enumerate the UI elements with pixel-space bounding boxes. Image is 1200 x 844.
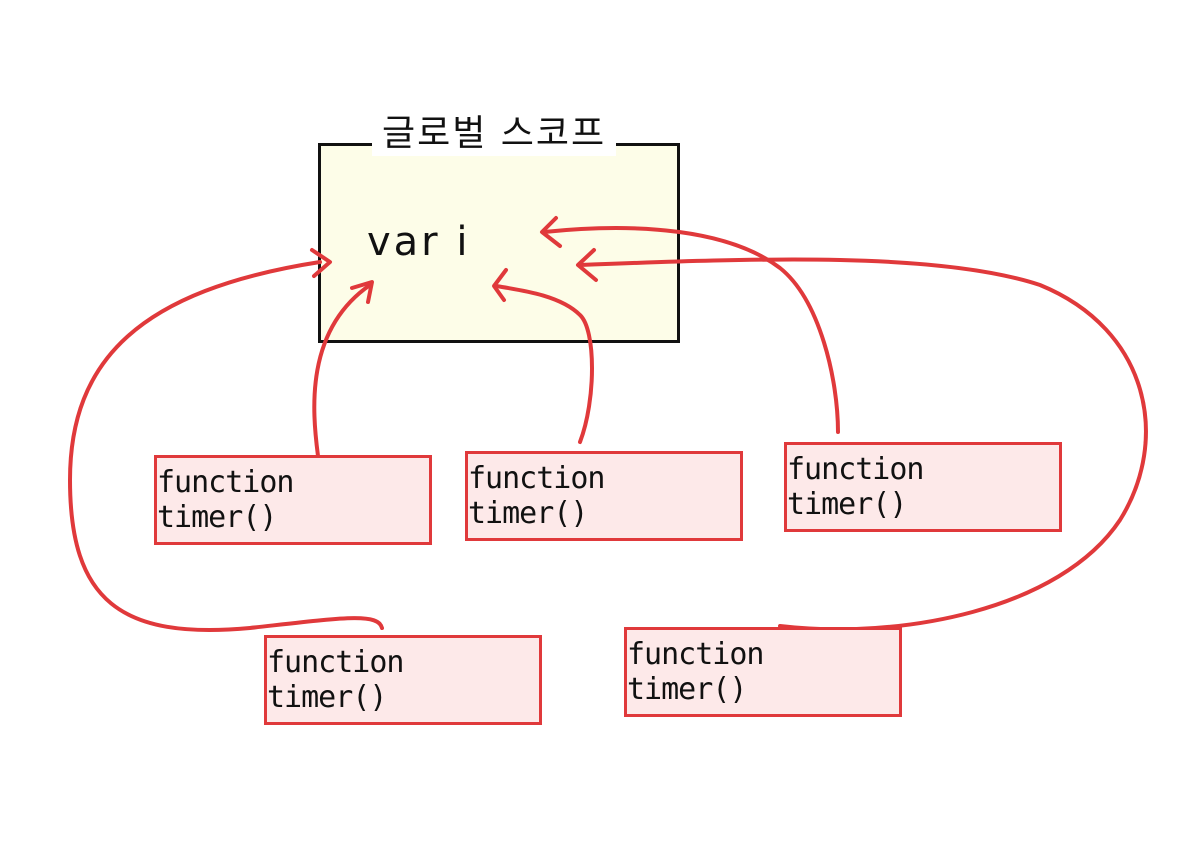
arrowhead-timer-3 xyxy=(540,216,562,248)
function-timer-label: function timer() xyxy=(787,452,925,522)
function-timer-box-3: function timer() xyxy=(784,442,1062,532)
function-timer-label: function timer() xyxy=(627,637,765,707)
function-timer-label: function timer() xyxy=(468,461,606,531)
arrowhead-timer-5 xyxy=(576,248,598,282)
function-timer-label: function timer() xyxy=(157,465,295,535)
function-timer-box-4: function timer() xyxy=(264,635,542,725)
function-timer-label: function timer() xyxy=(267,645,405,715)
arrowhead-timer-2 xyxy=(492,268,508,302)
arrow-timer-2 xyxy=(494,284,594,444)
arrowhead-timer-1 xyxy=(350,280,374,304)
arrow-timer-1 xyxy=(312,283,372,458)
arrow-timer-4 xyxy=(68,260,384,633)
function-timer-box-2: function timer() xyxy=(465,451,743,541)
var-i-label: var i xyxy=(367,219,471,265)
arrowhead-timer-4 xyxy=(310,248,332,278)
global-scope-title: 글로벌 스코프 xyxy=(372,112,617,156)
arrow-timer-5 xyxy=(578,257,1148,632)
function-timer-box-5: function timer() xyxy=(624,627,902,717)
arrow-timer-3 xyxy=(542,226,840,434)
function-timer-box-1: function timer() xyxy=(154,455,432,545)
